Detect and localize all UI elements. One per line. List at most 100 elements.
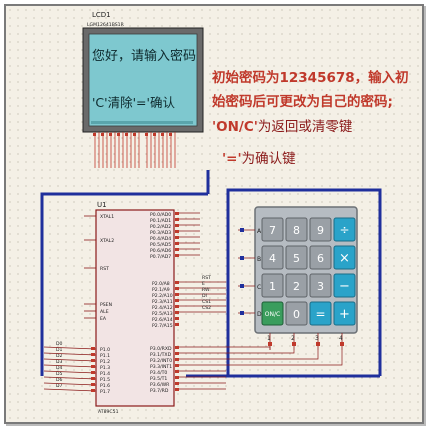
key-5[interactable]: 5 <box>285 245 308 270</box>
pin-p1-1: P1.1 <box>100 353 110 359</box>
svg-text:CS1: CS1 <box>202 299 211 305</box>
keypad-row-pins <box>238 229 255 314</box>
note-line-2: 始密码后可更改为自己的密码; <box>212 93 393 110</box>
note-line-4-rest: 为确认键 <box>242 151 296 167</box>
key-multiply[interactable]: × <box>333 245 356 270</box>
svg-text:P3.6/WR: P3.6/WR <box>150 382 170 388</box>
key-0[interactable]: 0 <box>285 301 308 326</box>
svg-text:0: 0 <box>293 308 300 321</box>
svg-text:2: 2 <box>293 280 300 293</box>
svg-text:1: 1 <box>269 280 276 293</box>
pin-p1-3: P1.3 <box>100 365 110 371</box>
keypad-wires <box>226 346 343 366</box>
svg-text:P3.0/RXD: P3.0/RXD <box>150 346 172 352</box>
mcu-left-net-wires <box>43 346 97 392</box>
keypad-row-markers <box>240 228 244 315</box>
keypad-row-label-d: D <box>257 311 262 318</box>
pin-p1-2: P1.2 <box>100 359 110 365</box>
svg-text:4: 4 <box>269 252 276 265</box>
svg-text:3: 3 <box>317 280 324 293</box>
key-equals[interactable]: = <box>309 301 332 326</box>
keypad-col-label-4: 4 <box>339 335 343 342</box>
svg-text:P0.4/AD4: P0.4/AD4 <box>150 236 171 242</box>
annotation: 初始密码为12345678，输入初 始密码后可更改为自己的密码; 'ON/C'为… <box>212 69 409 167</box>
svg-text:8: 8 <box>293 224 300 237</box>
svg-text:5: 5 <box>293 252 300 265</box>
svg-text:ON/C: ON/C <box>265 311 280 318</box>
note-line-1: 初始密码为12345678，输入初 <box>212 69 409 86</box>
svg-text:DI: DI <box>202 293 207 299</box>
key-minus[interactable]: − <box>333 273 356 298</box>
note-line-3-rest: 为返回或清零键 <box>258 119 353 135</box>
svg-text:P0.0/AD0: P0.0/AD0 <box>150 212 171 218</box>
svg-text:D2: D2 <box>56 353 63 359</box>
pin-p1-6: P1.6 <box>100 383 110 389</box>
svg-text:−: − <box>339 279 350 294</box>
key-plus[interactable]: + <box>333 301 356 326</box>
key-on-c[interactable]: ON/C <box>261 301 284 326</box>
lcd-pixel-row <box>91 121 193 124</box>
pin-p1-4: P1.4 <box>100 371 110 377</box>
note-line-4-key: '=' <box>222 151 242 167</box>
svg-text:P0.2/AD2: P0.2/AD2 <box>150 224 171 230</box>
svg-text:P2.2/A10: P2.2/A10 <box>152 293 173 299</box>
mcu-right-pin-lines <box>179 212 226 390</box>
svg-text:P3.1/TXD: P3.1/TXD <box>150 352 172 358</box>
svg-text:P3.7/RD: P3.7/RD <box>150 388 169 394</box>
mcu-left-pins: XTAL1 XTAL2 RST PSEN ALE EA P1.0 P1.1 P1… <box>100 214 114 395</box>
svg-text:P2.0/A8: P2.0/A8 <box>152 281 170 287</box>
svg-text:P0.3/AD3: P0.3/AD3 <box>150 230 171 236</box>
svg-text:D1: D1 <box>56 347 63 353</box>
mcu-body <box>95 209 175 407</box>
key-6[interactable]: 6 <box>309 245 332 270</box>
svg-text:×: × <box>339 251 350 266</box>
mcu-right-pins: P0.0/AD0 P0.1/AD1 P0.2/AD2 P0.3/AD3 P0.4… <box>150 212 173 394</box>
svg-text:P2.5/A13: P2.5/A13 <box>152 311 173 317</box>
key-divide[interactable]: ÷ <box>333 217 356 242</box>
mcu-right-pin-markers <box>175 212 179 391</box>
svg-text:=: = <box>315 307 325 321</box>
mcu-left-pin-markers <box>91 347 95 392</box>
svg-text:P2.6/A14: P2.6/A14 <box>152 317 173 323</box>
keypad-row-label-a: A <box>257 228 262 235</box>
key-9[interactable]: 9 <box>309 217 332 242</box>
key-2[interactable]: 2 <box>285 273 308 298</box>
lcd-screen <box>88 33 198 127</box>
svg-text:P2.7/A15: P2.7/A15 <box>152 323 173 329</box>
lcd-pin-markers <box>93 133 172 136</box>
lcd-line-2: 'C'清除'='确认 <box>92 95 175 110</box>
pin-p1-0: P1.0 <box>100 347 110 353</box>
svg-text:E: E <box>202 281 205 287</box>
pin-p1-7: P1.7 <box>100 389 110 395</box>
key-7[interactable]: 7 <box>261 217 284 242</box>
mcu-right-net-labels: RST E RW DI CS1 CS2 <box>202 275 211 311</box>
svg-text:P0.7/AD7: P0.7/AD7 <box>150 254 171 260</box>
svg-text:P3.2/INT0: P3.2/INT0 <box>150 358 172 364</box>
svg-text:D3: D3 <box>56 359 63 365</box>
keypad-col-label-2: 2 <box>291 335 295 342</box>
svg-text:D6: D6 <box>56 377 63 383</box>
note-line-3-key: 'ON/C' <box>212 119 258 135</box>
svg-text:7: 7 <box>269 224 276 237</box>
svg-text:P3.5/T1: P3.5/T1 <box>150 376 167 382</box>
svg-text:D5: D5 <box>56 371 63 377</box>
svg-text:P2.1/A9: P2.1/A9 <box>152 287 170 293</box>
pin-ea: EA <box>100 316 107 322</box>
pin-p1-5: P1.5 <box>100 377 110 383</box>
pin-ale: ALE <box>100 309 109 315</box>
keypad-row-label-c: C <box>257 284 261 291</box>
mcu-ref: U1 <box>97 201 107 209</box>
svg-text:P0.1/AD1: P0.1/AD1 <box>150 218 171 224</box>
svg-text:D0: D0 <box>56 341 63 347</box>
svg-text:P3.3/INT1: P3.3/INT1 <box>150 364 172 370</box>
mcu-left-net-labels: D0 D1 D2 D3 D4 D5 D6 D7 <box>56 341 63 389</box>
key-4[interactable]: 4 <box>261 245 284 270</box>
note-line-3: 'ON/C'为返回或清零键 <box>212 119 353 135</box>
svg-text:D7: D7 <box>56 383 63 389</box>
pin-rst: RST <box>100 266 109 272</box>
key-3[interactable]: 3 <box>309 273 332 298</box>
note-line-4: '='为确认键 <box>222 151 296 167</box>
keypad-col-label-3: 3 <box>315 335 319 342</box>
key-1[interactable]: 1 <box>261 273 284 298</box>
key-8[interactable]: 8 <box>285 217 308 242</box>
